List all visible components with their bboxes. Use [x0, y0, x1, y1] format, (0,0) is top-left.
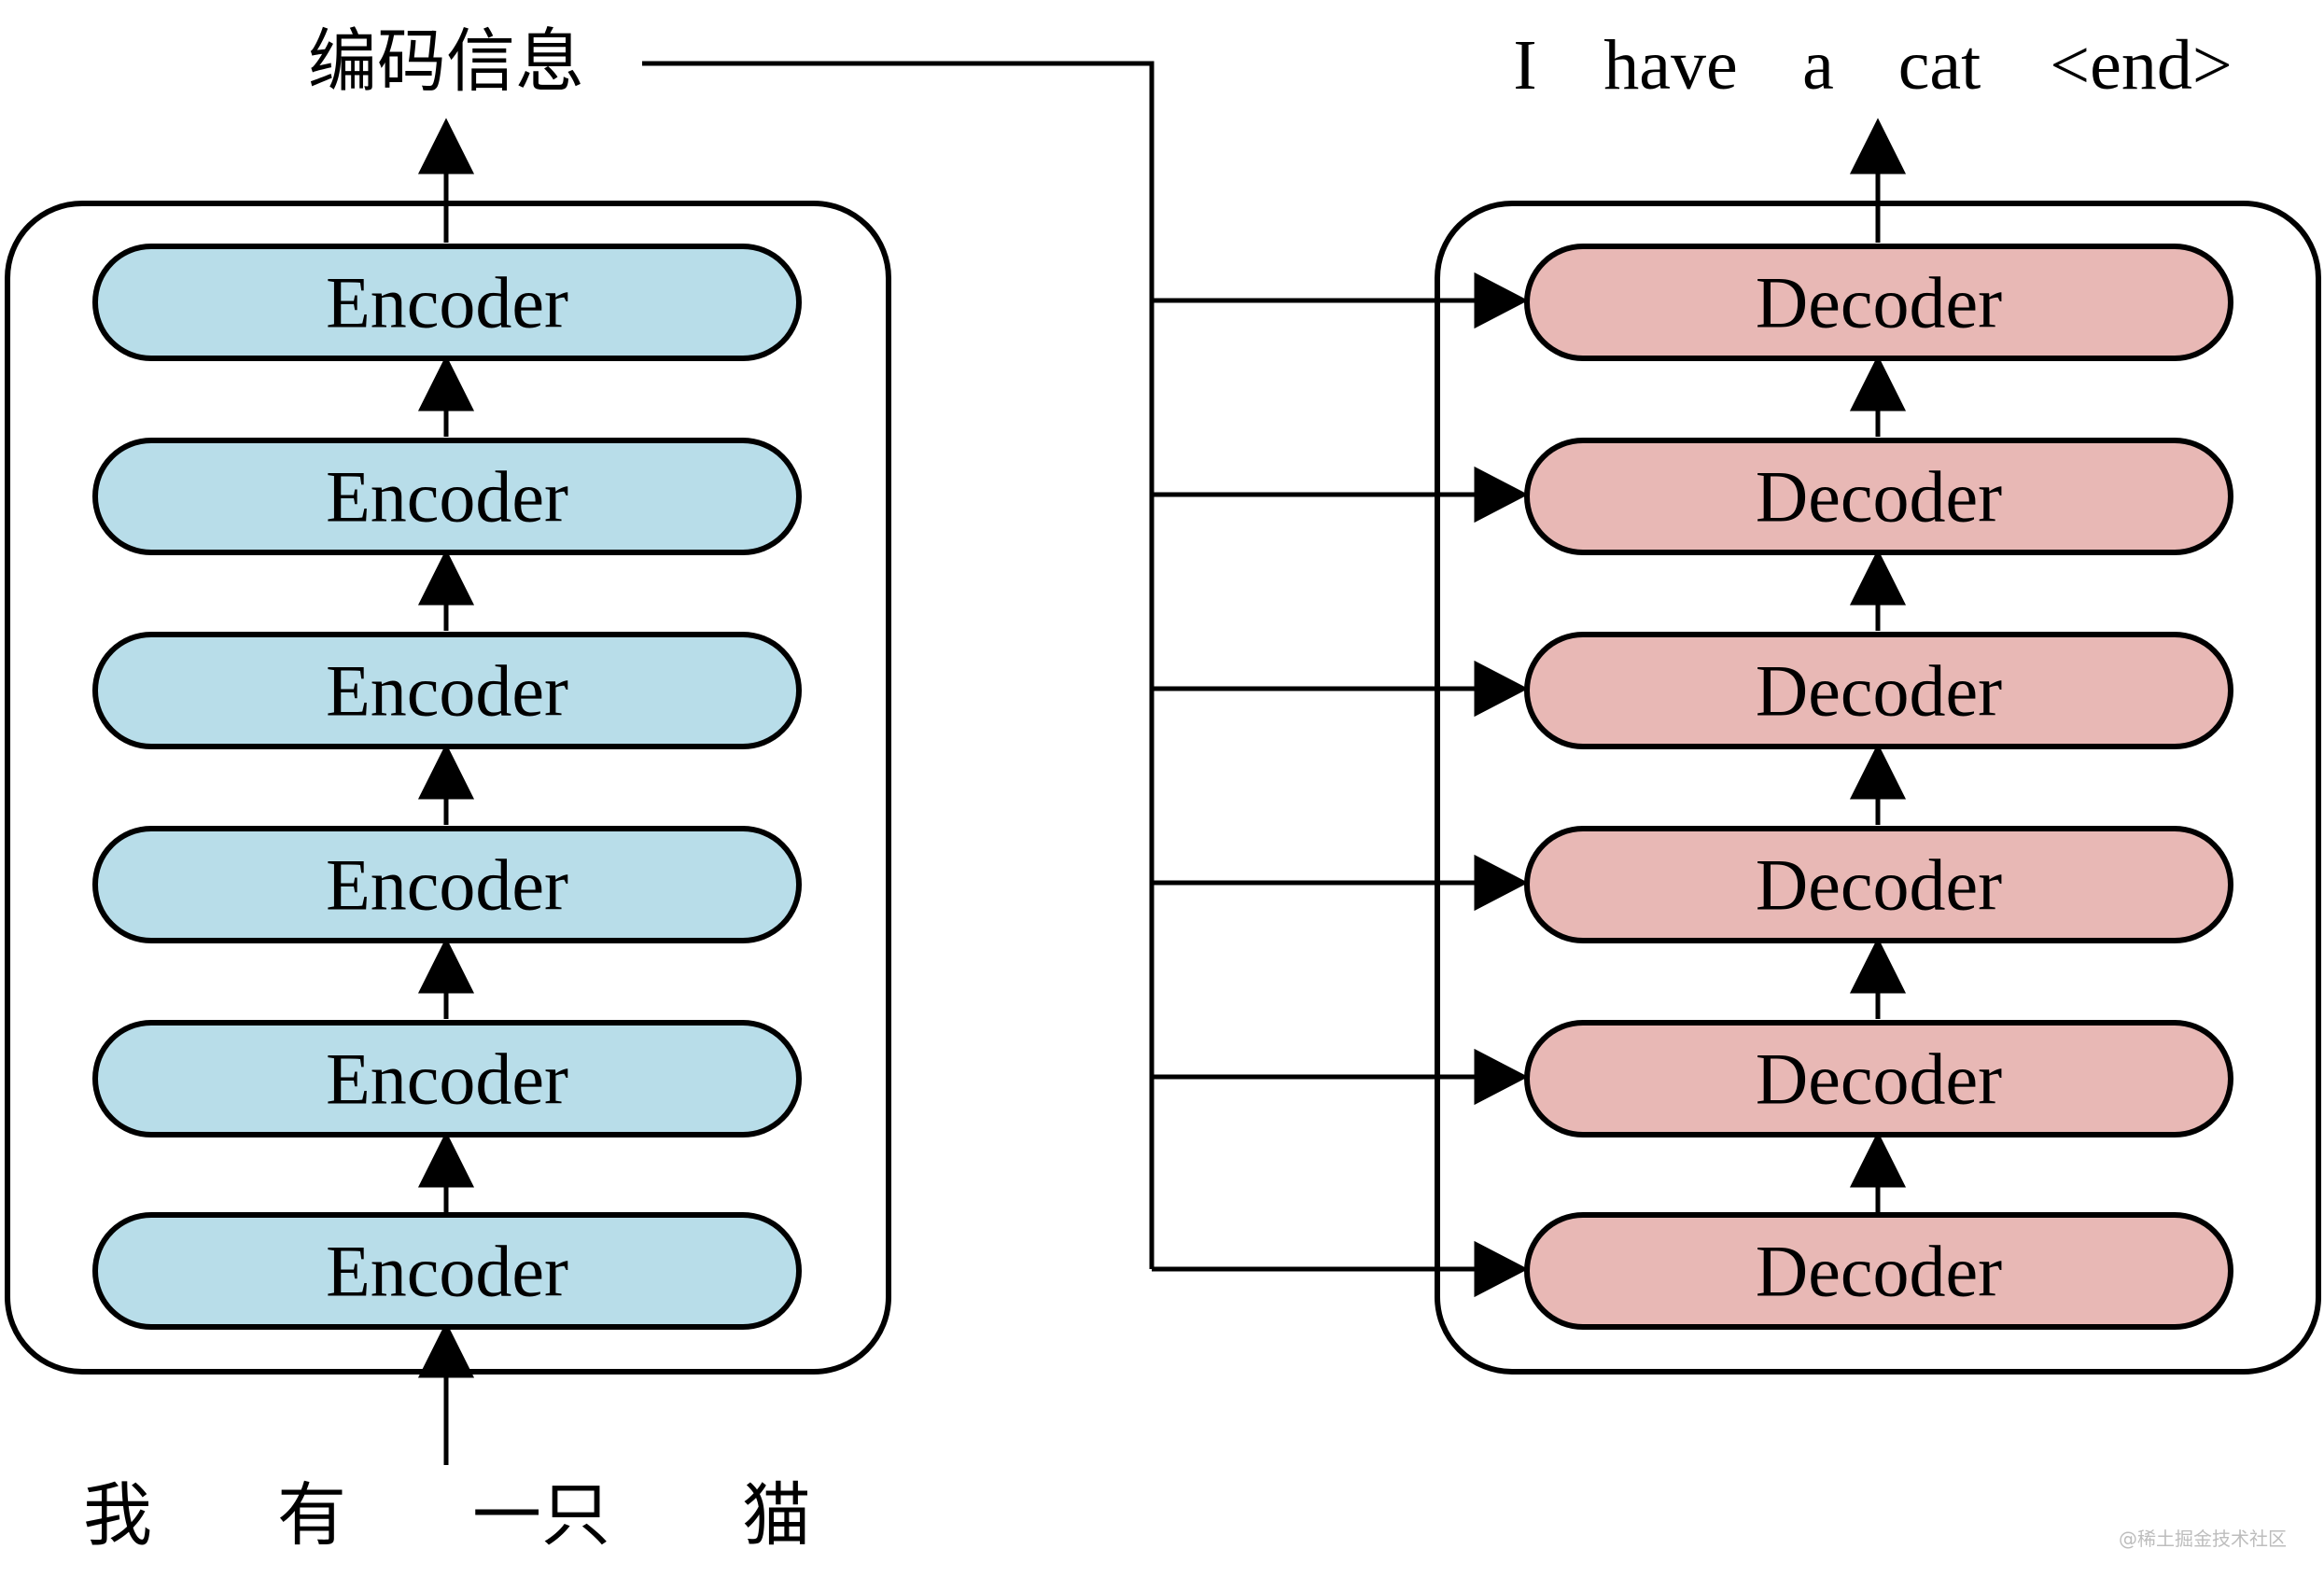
encoder-layer: Encoder — [92, 826, 802, 943]
decoder-layers: Decoder Decoder Decoder Decoder Decoder … — [1524, 244, 2233, 1330]
input-token: 一只 — [472, 1475, 610, 1556]
encoder-layer: Encoder — [92, 1020, 802, 1137]
decoder-layer: Decoder — [1524, 1212, 2233, 1330]
encoder-layer-label: Encoder — [326, 650, 568, 732]
encoder-arrows — [417, 118, 475, 1465]
decoder-layer-label: Decoder — [1756, 844, 2002, 926]
decoder-arrows — [1849, 118, 1907, 1213]
encoder-layer: Encoder — [92, 1212, 802, 1330]
output-token: have — [1603, 26, 1737, 105]
output-token: cat — [1898, 26, 1981, 105]
bus-trunk — [642, 61, 1155, 1269]
input-token: 有 — [277, 1475, 346, 1556]
encoder-layer-label: Encoder — [326, 1039, 568, 1120]
output-token: I — [1513, 26, 1536, 105]
encoder-layer: Encoder — [92, 244, 802, 361]
decoder-layer-label: Decoder — [1756, 1231, 2002, 1312]
encoder-layer-label: Encoder — [326, 1231, 568, 1312]
decoder-layer: Decoder — [1524, 438, 2233, 555]
decoder-layer-label: Decoder — [1756, 262, 2002, 343]
watermark-text: @稀土掘金技术社区 — [2119, 1528, 2287, 1550]
input-token: 猫 — [742, 1475, 811, 1556]
decoder-layer-label: Decoder — [1756, 1039, 2002, 1120]
decoder-layer: Decoder — [1524, 826, 2233, 943]
decoder-layer: Decoder — [1524, 244, 2233, 361]
encoder-layer-label: Encoder — [326, 456, 568, 537]
decoder-output-tokens: I have a cat <end> — [1513, 26, 2232, 105]
encoder-layers: Encoder Encoder Encoder Encoder Encoder … — [92, 244, 802, 1330]
encoder-layer: Encoder — [92, 632, 802, 749]
encoding-bus — [642, 61, 1529, 1298]
decoder-layer: Decoder — [1524, 1020, 2233, 1137]
output-token: <end> — [2050, 26, 2232, 105]
encoder-input-tokens: 我 有 一只 猫 — [83, 1475, 811, 1556]
output-token: a — [1802, 26, 1834, 105]
encoder-layer-label: Encoder — [326, 844, 568, 926]
decoder-layer-label: Decoder — [1756, 650, 2002, 732]
decoder-layer-label: Decoder — [1756, 456, 2002, 537]
encoder-output-label: 编码信息 — [308, 21, 584, 102]
encoder-layer: Encoder — [92, 438, 802, 555]
decoder-layer: Decoder — [1524, 632, 2233, 749]
encoder-layer-label: Encoder — [326, 262, 568, 343]
input-token: 我 — [83, 1475, 152, 1556]
